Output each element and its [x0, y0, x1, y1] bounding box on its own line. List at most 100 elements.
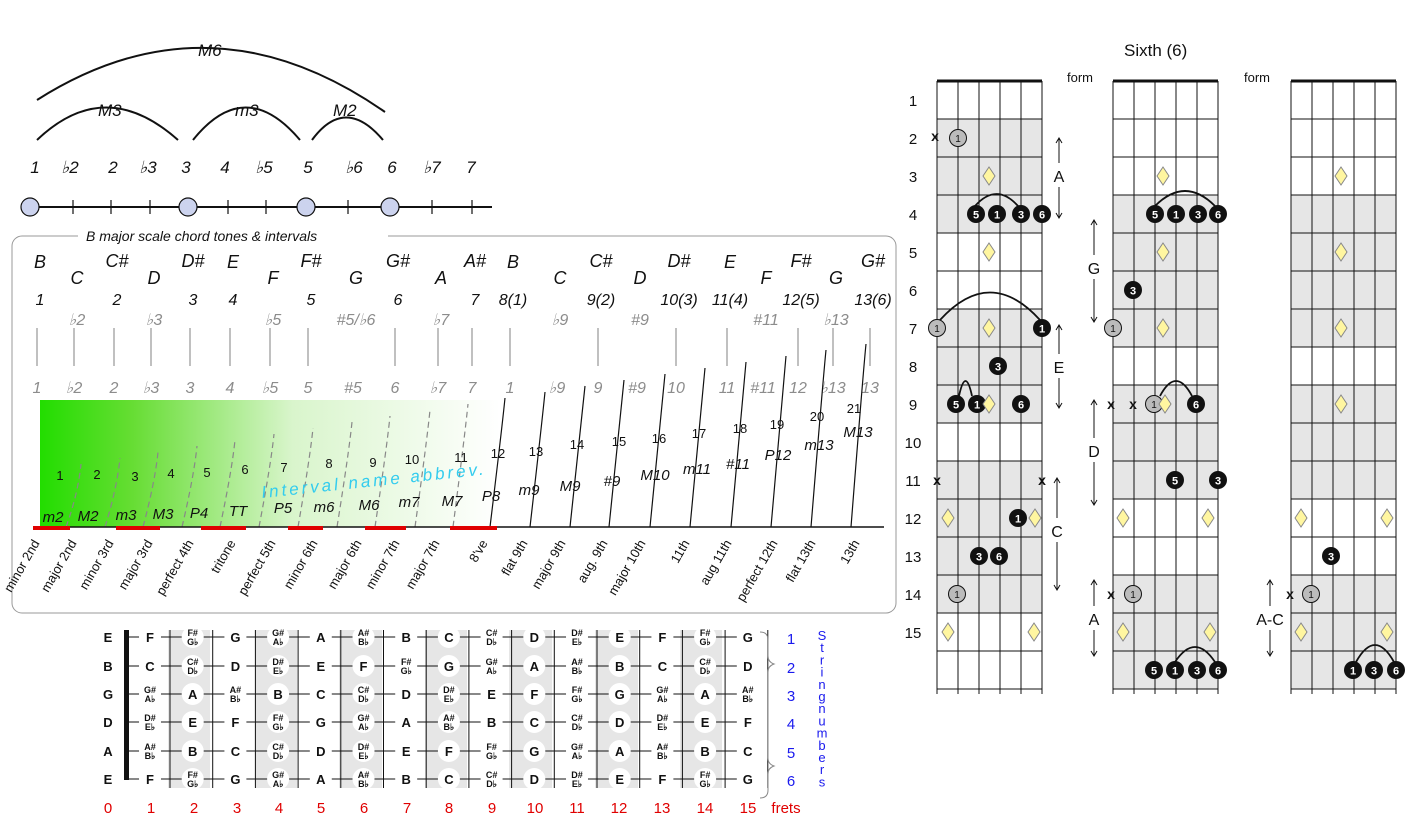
degree-label: #11 — [753, 312, 779, 329]
bottom-degree: ♭7 — [430, 380, 448, 397]
semitone-divider — [608, 379, 625, 528]
scale-diamond — [1334, 166, 1348, 186]
mute-mark: x — [931, 128, 939, 144]
notes-row: BCC#DD#EFF#GG#AA#BCC#DD#EFF#GG# — [34, 251, 886, 288]
bottom-degree: ♭3 — [143, 380, 160, 397]
open-string-note: E — [104, 772, 113, 787]
scale-diamond — [1294, 622, 1308, 642]
fret-note-bg — [651, 711, 674, 733]
dot-label: 3 — [1215, 476, 1221, 488]
fret-note-bg — [352, 740, 375, 762]
fret-note: B — [487, 715, 496, 730]
chord-tone-dot — [1387, 661, 1405, 679]
note-name: B — [34, 252, 46, 272]
fret-note-flat: D♭ — [700, 666, 711, 676]
fret-row-label: 12 — [905, 511, 922, 528]
open-string-note: A — [103, 744, 113, 759]
interval-name: perfect 4th — [153, 537, 197, 598]
dot-label: 6 — [1193, 400, 1199, 412]
note-name: D# — [181, 251, 205, 271]
chord-tone-dot — [1033, 205, 1051, 223]
bottom-degree: 3 — [186, 380, 195, 397]
fret-note: A — [615, 744, 625, 759]
fret-note: E — [615, 772, 624, 787]
dot-label: 3 — [1195, 210, 1201, 222]
degree-label: ♭2 — [69, 312, 86, 329]
scale-diamond — [1294, 508, 1308, 528]
note-name: C — [554, 268, 568, 288]
fret-note-bg — [352, 655, 375, 677]
arrow-head — [1055, 137, 1063, 144]
semitone-divider — [181, 445, 198, 528]
fret-note: G — [230, 772, 240, 787]
arc-label-m2: M2 — [333, 101, 357, 120]
fret-note-bg — [181, 655, 204, 677]
scale-diamond — [1203, 622, 1217, 642]
fret-row-label: 10 — [905, 435, 922, 452]
fret-row-label: 4 — [909, 207, 917, 224]
fret-note-bg — [523, 711, 546, 733]
fret-note-flat: B♭ — [657, 751, 668, 761]
fret-note-sharp: D# — [144, 713, 156, 723]
fret-note: B — [402, 772, 411, 787]
interval-abbrev: M9 — [560, 478, 581, 495]
fret-note: F — [146, 630, 154, 645]
fret-note-sharp: G# — [272, 770, 284, 780]
fret-number: 13 — [654, 800, 671, 817]
fret-note-bg — [694, 740, 717, 762]
fret-note-bg — [437, 740, 460, 762]
interval-abbrev: P4 — [190, 505, 208, 522]
fret-note: G — [529, 744, 539, 759]
fret-note: E — [316, 659, 325, 674]
fret-note: C — [316, 687, 326, 702]
semitone-divider — [770, 355, 787, 528]
fret-note-bg — [694, 711, 717, 733]
fret-number: 0 — [104, 800, 112, 817]
dot-label: 3 — [1130, 286, 1136, 298]
semitone-number: 21 — [847, 401, 861, 416]
semitone-number: 8 — [325, 456, 332, 471]
fret-note-sharp: C# — [187, 657, 199, 667]
interval-name: major 2nd — [38, 537, 80, 595]
semitone-divider — [142, 451, 159, 528]
interval-abbrev: M13 — [843, 424, 873, 441]
semitone-divider — [104, 457, 121, 528]
dot-label: 3 — [976, 552, 982, 564]
semitone-number: 13 — [529, 444, 543, 459]
dot-label: 1 — [1350, 666, 1356, 678]
fret-note: B — [188, 744, 197, 759]
fret-note-flat: G♭ — [699, 779, 710, 789]
fretboard-shade — [595, 630, 638, 788]
degree-label: 13(6) — [854, 292, 891, 309]
fretboard-shade — [425, 630, 467, 788]
dot-label: 1 — [955, 134, 961, 145]
open-string-note: D — [103, 715, 112, 730]
fret-note-bg — [352, 683, 375, 705]
fret-note-bg — [566, 626, 588, 648]
fretboard-shade — [509, 630, 552, 788]
bottom-degree: #11 — [750, 380, 776, 397]
fret-note-sharp: F# — [401, 657, 412, 667]
fret-note-bg — [181, 768, 204, 790]
string-number: 3 — [787, 688, 795, 705]
arrow-head — [1266, 579, 1274, 586]
string-number: 4 — [787, 716, 795, 733]
chord-tone-dot — [968, 395, 986, 413]
interval-abbrev: M3 — [153, 506, 174, 523]
fret-row-label: 11 — [905, 473, 921, 490]
dot-label: 1 — [1015, 514, 1021, 526]
bottom-degree: 5 — [304, 380, 313, 397]
scale-diamond — [982, 242, 996, 262]
fret-note-bg — [566, 683, 588, 705]
semitone-divider — [414, 409, 431, 528]
fret-note-bg — [480, 711, 503, 733]
fret-note-bg — [395, 740, 418, 762]
degree-connectors — [36, 328, 871, 366]
note-name: F# — [300, 251, 322, 271]
dot-label: 6 — [1039, 210, 1045, 222]
fret-note: E — [701, 715, 710, 730]
note-name: F# — [790, 251, 812, 271]
fret-row-label: 14 — [905, 587, 922, 604]
fret-note-flat: B♭ — [358, 637, 369, 647]
string-caption-letter: g — [818, 689, 825, 704]
